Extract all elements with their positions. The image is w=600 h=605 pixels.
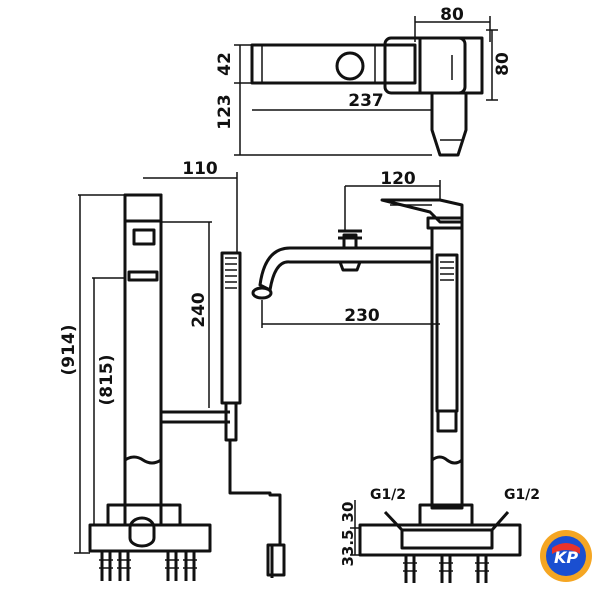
kp-logo: KP (540, 530, 592, 582)
dim-top-height-left: 42 (215, 52, 235, 76)
dim-side-reach: 110 (182, 159, 218, 179)
dim-side-handshower: 240 (189, 292, 209, 328)
front-aerator (338, 260, 362, 272)
dim-front-spout: 230 (344, 306, 380, 326)
front-base-flange (418, 503, 474, 527)
side-hose-end (266, 543, 286, 577)
dim-top-drop: 123 (215, 94, 235, 130)
dim-base-30: 30 (339, 502, 357, 523)
top-view: 80 80 42 237 123 (215, 5, 513, 157)
dim-top-width: 80 (440, 5, 464, 25)
top-lever (430, 93, 468, 157)
side-view: 110 (914) (815) 240 (59, 159, 286, 581)
side-base-flange (106, 503, 182, 527)
thread-label-right: G1/2 (504, 487, 540, 503)
front-diverter-cap (338, 229, 362, 240)
front-handshower-grip (440, 261, 454, 281)
thread-label-left: G1/2 (370, 487, 406, 503)
front-diverter-stem (342, 233, 358, 250)
top-handle-block (418, 36, 484, 95)
dim-base-335: 33.5 (339, 529, 357, 566)
front-thread-inlets (383, 510, 510, 532)
dim-front-reach: 120 (380, 169, 416, 189)
front-view: 120 230 30 33.5 G1/2 G1/2 (251, 169, 540, 583)
side-hose-neck (224, 403, 238, 442)
top-knob-circle (335, 51, 365, 81)
side-handshower (220, 251, 242, 405)
side-break (124, 455, 162, 465)
side-handshower-grip (225, 257, 237, 289)
front-column (430, 226, 464, 510)
side-knob (132, 228, 156, 246)
logo-text: KP (554, 548, 578, 567)
side-head (123, 193, 163, 223)
front-handshower (435, 253, 459, 413)
front-handshower-holder (436, 409, 458, 433)
front-bolts (403, 555, 489, 583)
dim-top-length: 237 (348, 91, 384, 111)
side-base-fitting (128, 516, 156, 548)
top-body (250, 43, 417, 85)
dim-top-height-right: 80 (493, 52, 513, 76)
front-break (431, 455, 463, 465)
side-hose (228, 440, 282, 578)
side-base-plate (88, 523, 212, 553)
dim-side-total: (914) (59, 324, 79, 375)
side-collar (127, 270, 159, 282)
front-base-body (400, 528, 494, 550)
dim-side-inner: (815) (97, 354, 117, 405)
front-spout-outlet (251, 286, 273, 300)
logo-accent (552, 543, 580, 554)
side-bolts (99, 551, 197, 581)
